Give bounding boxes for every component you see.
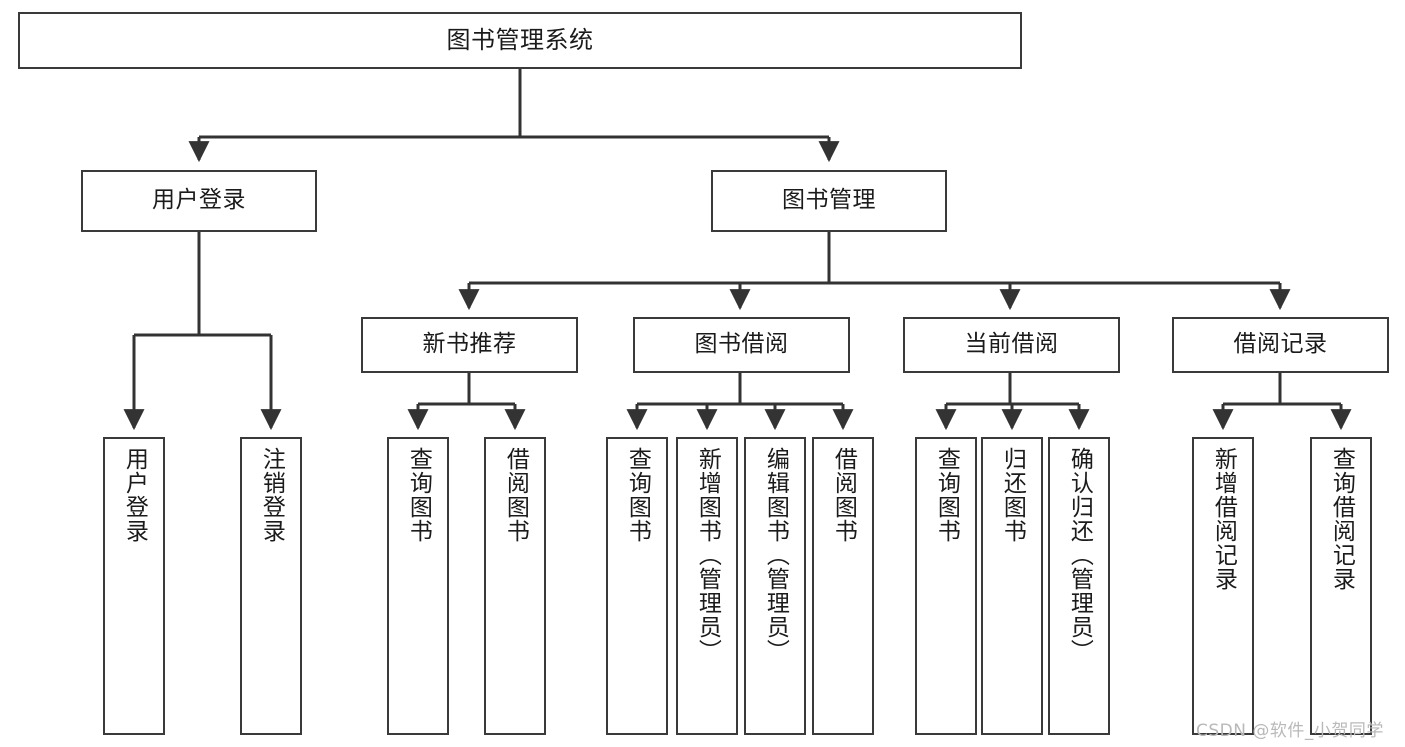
node-leaf-current-confirm-label: 确认归还（管理员） — [1066, 447, 1093, 663]
node-root-label: 图书管理系统 — [446, 26, 594, 55]
node-user-login-label: 用户登录 — [152, 187, 246, 214]
node-leaf-borrow-edit-label: 编辑图书（管理员） — [762, 447, 789, 663]
node-book-borrow[interactable]: 图书借阅 — [633, 317, 850, 373]
node-current-borrow-label: 当前借阅 — [964, 331, 1059, 358]
node-user-login[interactable]: 用户登录 — [81, 170, 317, 232]
node-leaf-newbook-borrow-label: 借阅图书 — [502, 447, 529, 543]
node-leaf-borrow-book[interactable]: 借阅图书 — [812, 437, 874, 735]
node-leaf-record-add[interactable]: 新增借阅记录 — [1192, 437, 1254, 735]
watermark: CSDN @软件_小贺同学 — [1196, 721, 1384, 741]
node-new-book-recommend[interactable]: 新书推荐 — [361, 317, 578, 373]
node-root[interactable]: 图书管理系统 — [18, 12, 1022, 69]
node-leaf-borrow-book-label: 借阅图书 — [830, 447, 857, 543]
node-book-management[interactable]: 图书管理 — [711, 170, 947, 232]
node-borrow-record[interactable]: 借阅记录 — [1172, 317, 1389, 373]
node-borrow-record-label: 借阅记录 — [1233, 331, 1328, 358]
node-leaf-borrow-edit[interactable]: 编辑图书（管理员） — [744, 437, 806, 735]
node-leaf-current-query[interactable]: 查询图书 — [915, 437, 977, 735]
node-leaf-newbook-borrow[interactable]: 借阅图书 — [484, 437, 546, 735]
node-leaf-record-query[interactable]: 查询借阅记录 — [1310, 437, 1372, 735]
node-new-book-recommend-label: 新书推荐 — [422, 331, 517, 358]
node-leaf-borrow-query[interactable]: 查询图书 — [606, 437, 668, 735]
node-leaf-record-add-label: 新增借阅记录 — [1210, 447, 1237, 591]
node-leaf-borrow-add[interactable]: 新增图书（管理员） — [676, 437, 738, 735]
node-leaf-current-return-label: 归还图书 — [999, 447, 1026, 543]
node-leaf-borrow-add-label: 新增图书（管理员） — [694, 447, 721, 663]
node-leaf-logout[interactable]: 注销登录 — [240, 437, 302, 735]
node-leaf-borrow-query-label: 查询图书 — [624, 447, 651, 543]
node-book-management-label: 图书管理 — [782, 187, 876, 214]
node-leaf-current-query-label: 查询图书 — [933, 447, 960, 543]
node-leaf-login-label: 用户登录 — [121, 447, 148, 543]
node-current-borrow[interactable]: 当前借阅 — [903, 317, 1120, 373]
node-book-borrow-label: 图书借阅 — [694, 331, 789, 358]
node-leaf-newbook-query-label: 查询图书 — [405, 447, 432, 543]
node-leaf-newbook-query[interactable]: 查询图书 — [387, 437, 449, 735]
node-leaf-current-confirm[interactable]: 确认归还（管理员） — [1048, 437, 1110, 735]
node-leaf-login[interactable]: 用户登录 — [103, 437, 165, 735]
node-leaf-logout-label: 注销登录 — [258, 447, 285, 543]
node-leaf-current-return[interactable]: 归还图书 — [981, 437, 1043, 735]
node-leaf-record-query-label: 查询借阅记录 — [1328, 447, 1355, 591]
